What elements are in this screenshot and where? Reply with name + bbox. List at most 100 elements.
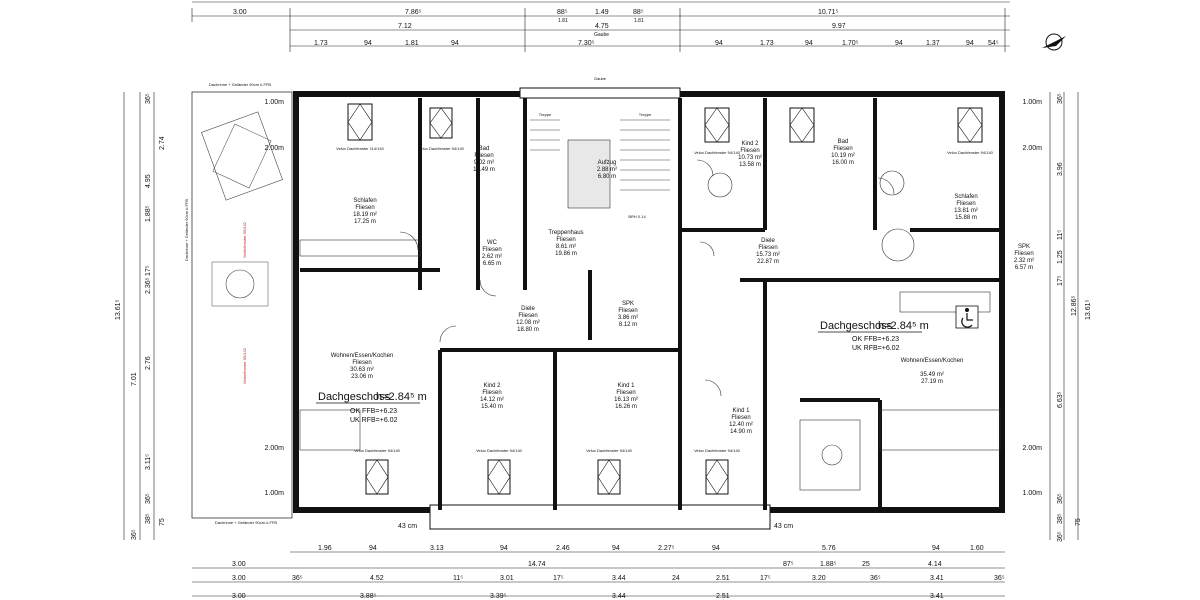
svg-text:9.02 m²: 9.02 m²	[474, 160, 494, 166]
room-schlafen-left: Schlafen Fliesen 18.19 m² 17.25 m	[353, 198, 377, 225]
dim-top-3-11: 94	[966, 40, 974, 47]
window-label-6: Velux Dachfenster 94/140	[586, 448, 633, 453]
dim-bot-3-11: 36⁵	[870, 575, 881, 582]
interior-walls	[300, 98, 1000, 510]
terrace: Dachrinne + Geländer 90cm ü.FFB Dachrinn…	[184, 82, 293, 525]
svg-text:15.88 m: 15.88 m	[955, 215, 977, 221]
dim-bot-2-3: 1.88⁵	[820, 561, 837, 568]
dim-right-outer-1: 12.86⁵	[1071, 295, 1078, 316]
dim-bot-3-1: 36⁵	[292, 575, 303, 582]
svg-text:2.32 m²: 2.32 m²	[1014, 258, 1034, 264]
top-dimension-chains: 3.00 7.86⁵ 88⁵ 1.49 88⁵ 10.71⁵ 1.81 1.81…	[191, 1, 1010, 52]
svg-text:WC: WC	[487, 240, 498, 246]
svg-text:Fliesen: Fliesen	[556, 237, 575, 243]
svg-text:30.63 m²: 30.63 m²	[350, 367, 374, 373]
svg-text:Fliesen: Fliesen	[616, 390, 635, 396]
dim-top-3-6: 1.73	[760, 40, 774, 47]
svg-text:35.49 m²: 35.49 m²	[920, 372, 944, 378]
svg-text:10.73 m²: 10.73 m²	[738, 155, 762, 161]
window-label-3: Velux Dachfenster 94/140	[947, 150, 994, 155]
dim-bot-4-3: 3.44	[612, 593, 626, 600]
svg-text:2.00m: 2.00m	[265, 445, 285, 452]
svg-text:23.06 m: 23.06 m	[351, 374, 373, 380]
storey-ok: OK FFB=+6.23	[852, 336, 899, 343]
dim-bot-1-5: 94	[612, 545, 620, 552]
svg-text:1.00m: 1.00m	[1023, 99, 1043, 106]
svg-text:16.26 m: 16.26 m	[615, 404, 637, 410]
svg-text:Kind 2: Kind 2	[483, 383, 501, 389]
dim-top-2-1: 4.75	[595, 23, 609, 30]
dim-top-3-4: 7.30⁵	[578, 40, 595, 47]
room-schlafen-right: Schlafen Fliesen 13.81 m² 15.88 m	[954, 194, 978, 221]
dim-right-outer-0: 13.61⁵	[1085, 299, 1092, 320]
dim-bot-2-5: 4.14	[928, 561, 942, 568]
dim-bot-1-3: 94	[500, 545, 508, 552]
kitchen-counters	[299, 239, 1001, 491]
room-diele-left: Diele Fliesen 12.08 m² 18.80 m	[516, 306, 540, 333]
stair-label-0: Treppe	[539, 112, 552, 117]
dim-top-1-0: 3.00	[233, 9, 247, 16]
svg-text:Fliesen: Fliesen	[1014, 251, 1033, 257]
storey-height: h=2.84⁵ m	[878, 320, 929, 332]
svg-text:2.62 m²: 2.62 m²	[482, 254, 502, 260]
svg-text:1.00m: 1.00m	[265, 99, 285, 106]
dim-left-inner-2: 17⁵	[145, 265, 152, 276]
svg-text:2.88 m²: 2.88 m²	[597, 167, 617, 173]
window-label-1: Velux Dachfenster 94/140	[418, 146, 465, 151]
dim-bot-3-2: 4.52	[370, 575, 384, 582]
dim-bot-3-4: 3.01	[500, 575, 514, 582]
svg-text:6.65 m: 6.65 m	[483, 261, 501, 267]
dim-left-inner-4: 36⁵	[145, 493, 152, 504]
eaves-label-left: Dachrinne + Geländer 90cm ü.FFB	[184, 199, 189, 261]
dim-bot-4-0: 3.00	[232, 593, 246, 600]
red-note-0: Wohnfenster 95/142	[242, 221, 247, 258]
dim-right-inner-1: 3.96	[1057, 162, 1064, 176]
room-diele-right: Diele Fliesen 15.73 m² 22.87 m	[756, 238, 780, 265]
svg-text:14.90 m: 14.90 m	[730, 429, 752, 435]
dim-top-1-2: 88⁵	[557, 9, 568, 16]
svg-text:Bad: Bad	[838, 139, 849, 145]
dim-bot-3-8: 2.51	[716, 575, 730, 582]
room-bad-right: Bad Fliesen 10.19 m² 16.00 m	[831, 139, 855, 166]
svg-text:1.00m: 1.00m	[265, 490, 285, 497]
dim-left-outer-0: 13.61⁵	[115, 299, 122, 320]
dim-right-inner-5: 6.63⁵	[1057, 391, 1064, 408]
room-labels: Schlafen Fliesen 18.19 m² 17.25 m Bad Fl…	[331, 139, 1034, 435]
svg-text:Diele: Diele	[521, 306, 535, 312]
dim-bot-1-10: 1.60	[970, 545, 984, 552]
eaves-label-bottom: Dachrinne + Geländer 90cm ü.FFB	[215, 520, 277, 525]
dim-top-2-label: Gaube	[594, 32, 609, 38]
svg-text:Kind 1: Kind 1	[617, 383, 635, 389]
dim-top-3-7: 94	[805, 40, 813, 47]
svg-text:8.61 m²: 8.61 m²	[556, 244, 576, 250]
dim-right-inner-3: 1.25	[1057, 250, 1064, 264]
storey-height: h=2.84⁵ m	[376, 391, 427, 403]
dim-top-3-2: 1.81	[405, 40, 419, 47]
dim-bot-4-5: 3.41	[930, 593, 944, 600]
window-label-7: Velux Dachfenster 94/140	[694, 448, 741, 453]
room-spk-right: SPK Fliesen 2.32 m² 6.57 m	[1014, 244, 1034, 271]
svg-text:Schlafen: Schlafen	[353, 198, 376, 204]
dim-left-mid-1: 1.88⁵	[145, 205, 152, 222]
svg-text:16.13 m²: 16.13 m²	[614, 397, 638, 403]
svg-text:17.25 m: 17.25 m	[354, 219, 376, 225]
svg-text:Wohnen/Essen/Kochen: Wohnen/Essen/Kochen	[901, 358, 964, 364]
dim-top-2-2: 9.97	[832, 23, 846, 30]
dim-bot-2-2: 87⁵	[783, 561, 794, 568]
svg-text:6.57 m: 6.57 m	[1015, 265, 1033, 271]
storey-title: Dachgeschoss	[318, 391, 391, 403]
svg-text:13.81 m²: 13.81 m²	[954, 208, 978, 214]
svg-text:27.19 m: 27.19 m	[921, 379, 943, 385]
storey-title: Dachgeschoss	[820, 320, 893, 332]
dim-top-1-4: 88⁵	[633, 9, 644, 16]
svg-text:Schlafen: Schlafen	[954, 194, 977, 200]
svg-text:SPK: SPK	[622, 301, 634, 307]
north-arrow-icon	[1042, 33, 1066, 51]
stairwell: Treppe Treppe BRH 0.14	[530, 112, 670, 219]
svg-text:15.40 m: 15.40 m	[481, 404, 503, 410]
svg-text:Fliesen: Fliesen	[618, 308, 637, 314]
svg-text:12.40 m²: 12.40 m²	[729, 422, 753, 428]
svg-text:Fliesen: Fliesen	[352, 360, 371, 366]
dim-bot-2-1: 14.74	[528, 561, 546, 568]
svg-text:Fliesen: Fliesen	[482, 247, 501, 253]
